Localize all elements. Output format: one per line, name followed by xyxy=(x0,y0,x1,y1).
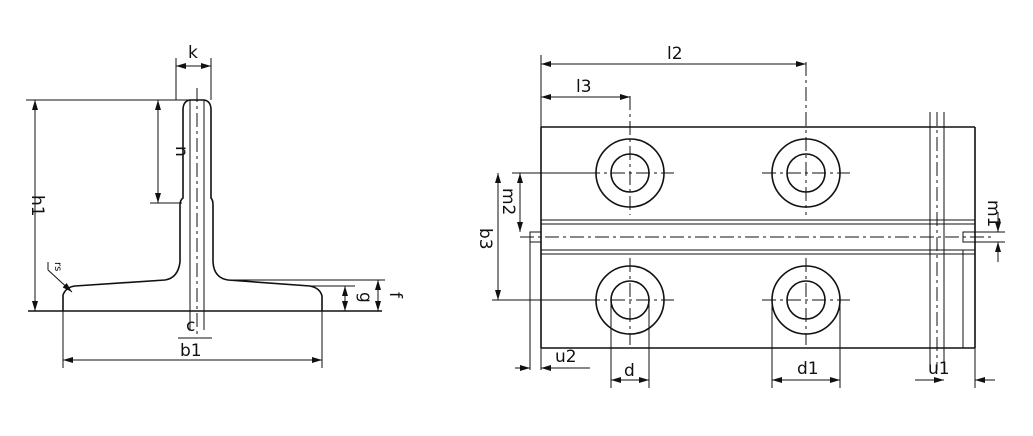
label-d1: d1 xyxy=(797,359,819,379)
hole-bottom-right xyxy=(762,258,850,345)
hole-top-left xyxy=(586,96,674,215)
rail-top-view: l2 l3 m2 b3 m1 u2 d d1 xyxy=(475,44,1005,388)
left-end-step xyxy=(529,220,542,254)
rs-leader xyxy=(47,269,73,293)
label-c: c xyxy=(186,316,195,336)
hole-bottom-left xyxy=(586,258,674,345)
label-m2: m2 xyxy=(498,188,518,215)
label-k: k xyxy=(188,43,198,63)
hole-top-right xyxy=(762,62,850,215)
label-l2: l2 xyxy=(667,44,683,64)
label-f: f xyxy=(385,292,405,299)
rail-profile-outline xyxy=(62,99,323,311)
label-m1: m1 xyxy=(983,200,1003,227)
label-b1: b1 xyxy=(180,341,202,361)
rail-cross-section: k n h1 rs g f c b1 xyxy=(26,43,405,368)
label-u2: u2 xyxy=(555,347,577,367)
label-l3: l3 xyxy=(576,77,592,97)
label-h1: h1 xyxy=(27,195,47,217)
label-b3: b3 xyxy=(475,228,495,250)
label-n: n xyxy=(171,146,191,157)
label-rs: rs xyxy=(52,262,63,271)
label-d: d xyxy=(624,361,635,381)
label-g: g xyxy=(355,292,375,303)
label-u1: u1 xyxy=(928,359,950,379)
